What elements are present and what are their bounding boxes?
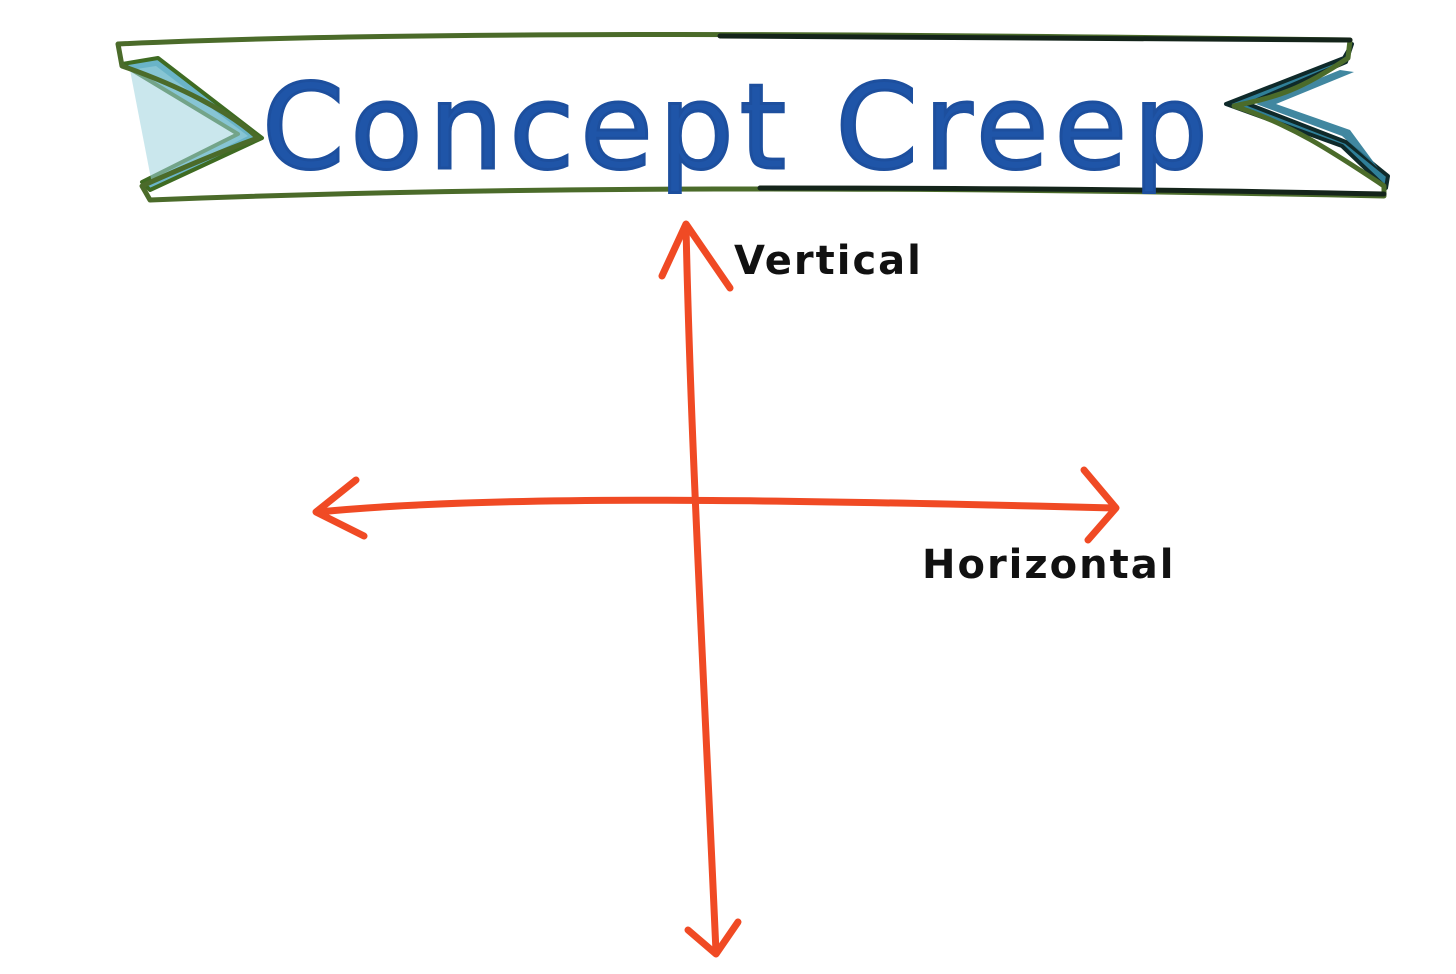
banner-top-edge-dark bbox=[717, 33, 1353, 43]
horizontal-axis-left-arrowhead bbox=[312, 476, 368, 540]
vertical-axis-line bbox=[682, 222, 720, 956]
horizontal-axis-label: Horizontal bbox=[922, 542, 1175, 588]
title-banner: Concept Creep bbox=[115, 32, 1390, 203]
horizontal-axis-line bbox=[314, 496, 1118, 516]
banner-title: Concept Creep bbox=[262, 58, 1214, 196]
banner-right-tail bbox=[1224, 42, 1390, 190]
banner-right-tail-fill bbox=[1256, 70, 1378, 168]
vertical-axis-top-arrowhead bbox=[658, 220, 734, 292]
banner-bottom-edge-dark bbox=[757, 185, 1387, 197]
horizontal-axis-right-arrowhead bbox=[1080, 466, 1120, 544]
axes bbox=[312, 220, 1120, 958]
vertical-axis-label: Vertical bbox=[734, 238, 923, 284]
banner-left-tail-shade bbox=[130, 66, 248, 184]
vertical-axis-bottom-arrowhead bbox=[684, 918, 742, 958]
